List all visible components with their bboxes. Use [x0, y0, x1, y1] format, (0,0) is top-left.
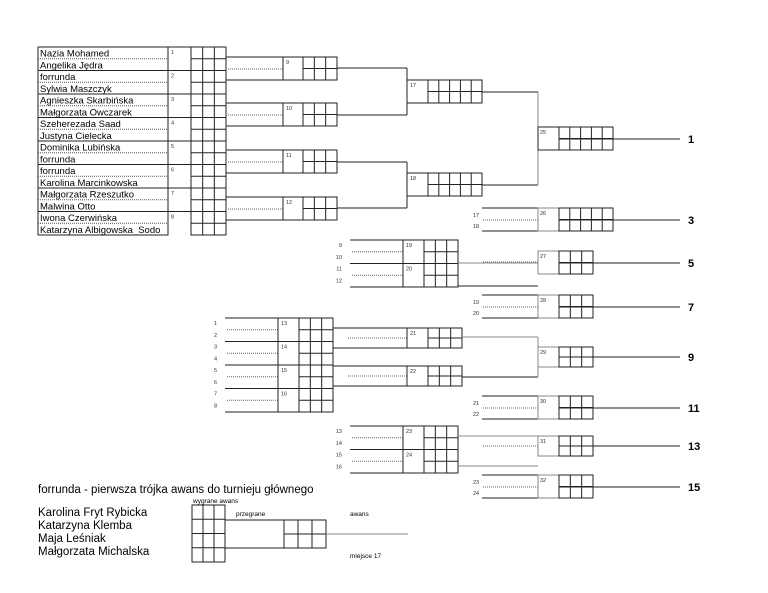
seed-number: 7 — [214, 392, 217, 398]
seed-number: 21 — [473, 401, 479, 407]
seed-number: 24 — [473, 491, 479, 497]
match-number: 12 — [286, 200, 292, 206]
place-17-label: miejsce 17 — [350, 553, 381, 560]
place-label: 3 — [688, 215, 694, 227]
player-name: Justyna Cielecka — [40, 131, 113, 142]
seed-number: 19 — [473, 300, 479, 306]
seed-number: 11 — [336, 267, 342, 273]
place-label: 7 — [688, 302, 694, 314]
match-number: 25 — [540, 130, 546, 136]
match-number: 5 — [171, 144, 174, 150]
player-name: Sylwia Maszczyk — [40, 84, 112, 95]
seed-number: 22 — [473, 412, 479, 418]
player-name: forrunda — [40, 154, 76, 165]
match-number: 16 — [281, 392, 287, 398]
seed-number: 5 — [214, 368, 217, 374]
seed-number: 6 — [214, 380, 217, 386]
player-name: Szeherezada Saad — [40, 119, 121, 130]
match-number: 11 — [286, 153, 292, 159]
player-name: Małgorzata Rzeszutko — [40, 190, 134, 201]
match-number: 3 — [171, 97, 174, 103]
seed-number: 8 — [214, 403, 217, 409]
match-number: 13 — [281, 321, 287, 327]
footer-title: forrunda - pierwsza trójka awans do turn… — [38, 484, 314, 496]
match-number: 30 — [540, 399, 546, 405]
seed-number: 1 — [214, 321, 217, 327]
player-name: Nazia Mohamed — [40, 49, 109, 60]
place-label: 11 — [688, 403, 700, 415]
player-name: forrunda — [40, 72, 76, 83]
match-number: 2 — [171, 74, 174, 80]
match-number: 22 — [410, 369, 416, 375]
player-name: Angelika Jędra — [40, 60, 104, 71]
match-number: 14 — [281, 345, 287, 351]
place-label: 15 — [688, 482, 700, 494]
match-number: 15 — [281, 368, 287, 374]
seed-number: 20 — [473, 311, 479, 317]
column-header-won-advance: wygrane awans — [192, 498, 239, 505]
match-number: 29 — [540, 350, 546, 356]
column-header-lost: przegrane — [236, 511, 266, 518]
match-number: 27 — [540, 254, 546, 260]
seed-number: 23 — [473, 480, 479, 486]
match-number: 10 — [286, 106, 292, 112]
player-name: Agnieszka Skarbińska — [40, 96, 134, 107]
match-number: 24 — [406, 453, 412, 459]
player-name: Małgorzata Owczarek — [40, 107, 132, 118]
seed-number: 12 — [336, 278, 342, 284]
match-number: 6 — [171, 168, 174, 174]
footer-player-name: Małgorzata Michalska — [38, 546, 150, 558]
match-number: 1 — [171, 50, 174, 56]
place-label: 9 — [688, 352, 694, 364]
match-number: 23 — [406, 429, 412, 435]
seed-number: 2 — [214, 333, 217, 339]
place-label: 13 — [688, 441, 700, 453]
seed-number: 13 — [336, 429, 342, 435]
seed-number: 17 — [473, 213, 479, 219]
match-number: 7 — [171, 191, 174, 197]
player-name: Katarzyna Albigowska_Sodo — [40, 225, 160, 236]
player-name: Malwina Otto — [40, 201, 95, 212]
player-name: Dominika Lubińska — [40, 143, 121, 154]
advance-label: awans — [350, 511, 370, 518]
match-number: 9 — [286, 60, 289, 66]
player-name: forrunda — [40, 166, 76, 177]
seed-number: 14 — [336, 441, 342, 447]
match-number: 21 — [410, 331, 416, 337]
player-name: Karolina Marcinkowska — [40, 178, 138, 189]
match-number: 19 — [406, 243, 412, 249]
place-label: 5 — [688, 258, 694, 270]
seed-number: 9 — [339, 243, 342, 249]
footer-player-name: Maja Leśniak — [38, 533, 106, 545]
player-name: Iwona Czerwińska — [40, 213, 118, 224]
match-number: 8 — [171, 215, 174, 221]
footer-player-name: Katarzyna Klemba — [38, 520, 133, 532]
match-number: 26 — [540, 211, 546, 217]
footer-player-name: Karolina Fryt Rybicka — [38, 507, 148, 519]
seed-number: 10 — [336, 255, 342, 261]
match-number: 31 — [540, 439, 546, 445]
seed-number: 3 — [214, 345, 217, 351]
seed-number: 16 — [336, 464, 342, 470]
seed-number: 4 — [214, 356, 217, 362]
match-number: 4 — [171, 121, 174, 127]
seed-number: 15 — [336, 453, 342, 459]
match-number: 18 — [410, 176, 416, 182]
seed-number: 18 — [473, 224, 479, 230]
match-number: 20 — [406, 267, 412, 273]
match-number: 17 — [410, 83, 416, 89]
place-label: 1 — [688, 134, 694, 146]
match-number: 32 — [540, 478, 546, 484]
match-number: 28 — [540, 298, 546, 304]
